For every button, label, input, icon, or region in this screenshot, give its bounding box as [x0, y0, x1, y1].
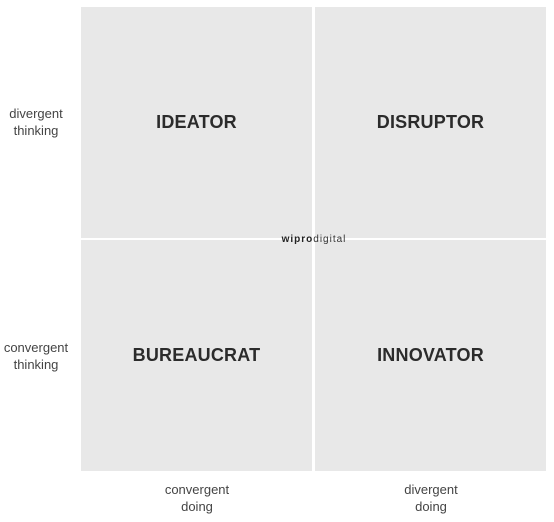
- quadrant-label-ideator: IDEATOR: [156, 112, 237, 132]
- quadrant-label-bureaucrat: BUREAUCRAT: [132, 345, 261, 365]
- quadrant-label-disruptor: DISRUPTOR: [376, 112, 485, 132]
- x-axis-left-line2: doing: [181, 499, 213, 514]
- quadrant-bureaucrat: BUREAUCRAT: [81, 240, 312, 471]
- x-axis-label-convergent-doing: convergent doing: [140, 481, 254, 515]
- y-axis-bottom-line1: convergent: [3, 340, 69, 355]
- x-axis-label-divergent-doing: divergent doing: [374, 481, 488, 515]
- logo-digital: digital: [313, 234, 347, 245]
- x-axis-left-line1: convergent: [164, 482, 230, 497]
- x-axis-right-line2: doing: [415, 499, 447, 514]
- logo-wipro: wipro: [281, 234, 314, 245]
- quadrant-ideator: IDEATOR: [81, 7, 312, 238]
- y-axis-top-line1: divergent: [9, 106, 63, 121]
- x-axis-right-line1: divergent: [404, 482, 458, 497]
- quadrant-disruptor: DISRUPTOR: [315, 7, 546, 238]
- y-axis-top-line2: thinking: [13, 123, 59, 138]
- quadrant-innovator: INNOVATOR: [315, 240, 546, 471]
- y-axis-label-divergent-thinking: divergent thinking: [0, 105, 72, 139]
- y-axis-label-convergent-thinking: convergent thinking: [0, 339, 72, 373]
- quadrant-label-innovator: INNOVATOR: [377, 345, 484, 365]
- wipro-digital-logo: wiprodigital: [264, 233, 364, 247]
- y-axis-bottom-line2: thinking: [13, 357, 59, 372]
